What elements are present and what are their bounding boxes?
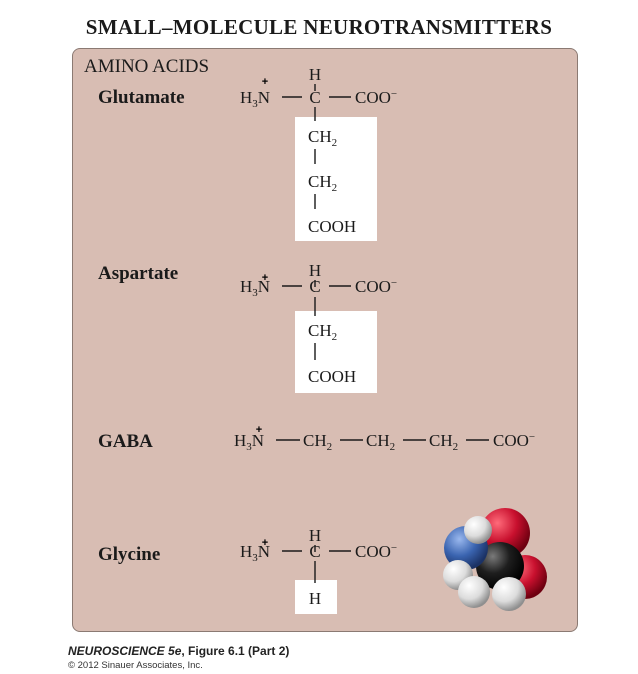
svg-text:H3N: H3N xyxy=(234,431,264,453)
svg-text:+: + xyxy=(262,76,268,88)
svg-text:CH2: CH2 xyxy=(308,127,337,149)
svg-text:C: C xyxy=(309,542,320,561)
glutamate-name: Glutamate xyxy=(98,87,185,108)
section-label: AMINO ACIDS xyxy=(84,56,210,77)
glycine-structure: H + H3N C COO− H xyxy=(240,526,397,608)
svg-text:COOH: COOH xyxy=(308,367,356,386)
caption-figure-number: , Figure 6.1 (Part 2) xyxy=(181,644,290,658)
svg-text:H: H xyxy=(309,589,321,608)
gaba-structure: + H3N CH2 CH2 CH2 COO− xyxy=(234,424,535,453)
gaba-name: GABA xyxy=(98,431,153,452)
copyright-notice: © 2012 Sinauer Associates, Inc. xyxy=(68,660,203,671)
svg-text:CH2: CH2 xyxy=(366,431,395,453)
svg-text:CH2: CH2 xyxy=(303,431,332,453)
svg-text:+: + xyxy=(262,272,268,284)
svg-text:H: H xyxy=(309,65,321,84)
svg-text:COO−: COO− xyxy=(355,88,397,107)
svg-text:C: C xyxy=(309,277,320,296)
svg-text:+: + xyxy=(262,537,268,549)
svg-text:COO−: COO− xyxy=(355,542,397,561)
caption-book-title: NEUROSCIENCE 5e xyxy=(68,644,182,658)
svg-text:H: H xyxy=(309,261,321,280)
figure-title: SMALL–MOLECULE NEUROTRANSMITTERS xyxy=(85,15,553,39)
svg-text:CH2: CH2 xyxy=(308,321,337,343)
aspartate-structure: H + H3N C COO− CH2 COOH xyxy=(240,261,397,386)
glycine-name: Glycine xyxy=(98,544,161,565)
svg-text:CH2: CH2 xyxy=(429,431,458,453)
glutamate-structure: H + H3N C COO− CH2 CH2 COOH xyxy=(240,65,397,236)
svg-text:COO−: COO− xyxy=(355,277,397,296)
svg-text:H: H xyxy=(309,526,321,545)
svg-text:CH2: CH2 xyxy=(308,172,337,194)
glycine-side-chain-box xyxy=(295,580,337,614)
aspartate-name: Aspartate xyxy=(98,263,179,284)
figure-caption: NEUROSCIENCE 5e, Figure 6.1 (Part 2) xyxy=(68,644,289,658)
svg-text:+: + xyxy=(256,424,262,436)
svg-text:H3N: H3N xyxy=(240,542,270,564)
glutamate-side-chain-box xyxy=(295,117,377,241)
svg-text:COOH: COOH xyxy=(308,217,356,236)
svg-text:H3N: H3N xyxy=(240,277,270,299)
aspartate-side-chain-box xyxy=(295,311,377,393)
svg-text:C: C xyxy=(309,88,320,107)
svg-text:H3N: H3N xyxy=(240,88,270,110)
svg-text:COO−: COO− xyxy=(493,431,535,450)
glycine-space-filling-model xyxy=(443,508,547,611)
